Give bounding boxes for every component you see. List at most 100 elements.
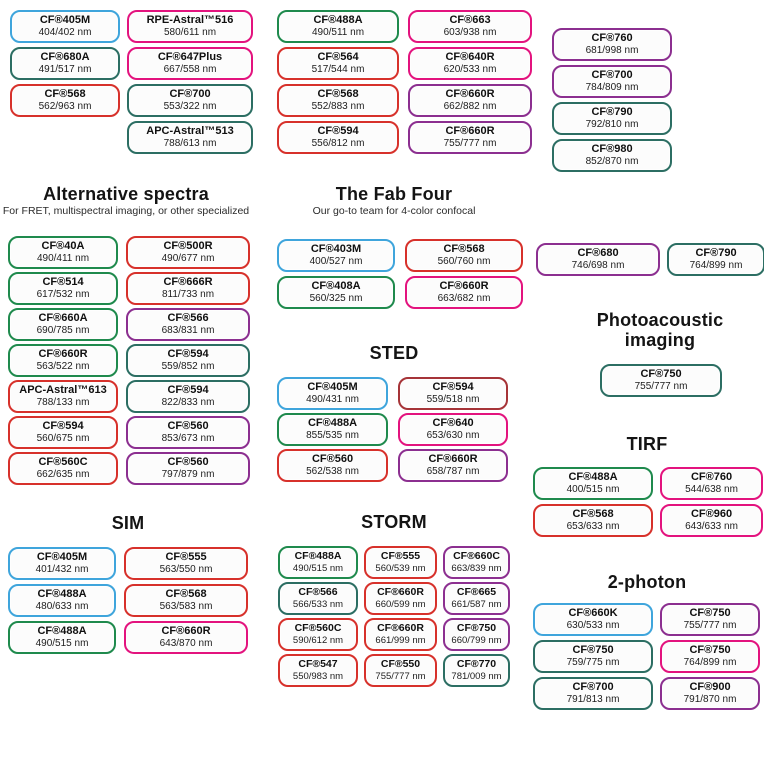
dye-ex-em: 490/431 nm — [306, 394, 359, 405]
dye-name: CF®790 — [591, 106, 633, 118]
header-tirf: TIRF — [530, 434, 764, 454]
dye-ex-em: 563/522 nm — [36, 361, 90, 372]
dye-ex-em: 661/587 nm — [451, 599, 502, 610]
dye-name: CF®560 — [311, 453, 354, 465]
header-sted: STED — [264, 343, 524, 363]
dye-name: CF®660R — [38, 348, 88, 360]
dye-ex-em: 480/633 nm — [35, 601, 89, 612]
dye-ex-em: 661/999 nm — [375, 635, 426, 646]
section-title: STORM — [361, 512, 427, 532]
dye-ex-em: 755/777 nm — [683, 620, 737, 631]
dye-ex-em: 400/515 nm — [566, 484, 620, 495]
dye-name: CF®488A — [313, 14, 363, 26]
dye-name: CF®760 — [690, 471, 733, 483]
dye-name: RPE-Astral™516 — [146, 14, 234, 26]
dye-ex-em: 590/612 nm — [292, 635, 344, 646]
dye-ex-em: 603/938 nm — [443, 27, 497, 38]
dye-name: CF®500R — [163, 240, 213, 252]
dye-ex-em: 490/411 nm — [36, 253, 90, 264]
dye-ex-em: 683/831 nm — [161, 325, 215, 336]
dye-name: CF®594 — [167, 384, 209, 396]
dye-ex-em: 788/613 nm — [163, 138, 217, 149]
dye-ex-em: 797/879 nm — [161, 469, 215, 480]
dye-ex-em: 658/787 nm — [426, 466, 480, 477]
dye-name: CF®568 — [572, 508, 614, 520]
dye-ex-em: 620/533 nm — [443, 64, 497, 75]
dye-name: CF®560 — [167, 456, 209, 468]
header-fab-four: The Fab Four Our go-to team for 4-color … — [264, 184, 524, 218]
dye-ex-em: 517/544 nm — [311, 64, 365, 75]
dye-name: CF®680A — [40, 51, 90, 63]
dye-name: CF®488A — [307, 417, 358, 429]
dye-ex-em: 755/777 nm — [634, 381, 688, 392]
dye-name: CF®960 — [690, 508, 733, 520]
dye-name: CF®647Plus — [157, 51, 223, 63]
dye-ex-em: 643/633 nm — [685, 521, 738, 532]
dye-ex-em: 792/810 nm — [585, 119, 639, 130]
dye-name: CF®660R — [428, 453, 478, 465]
dye-ex-em: 560/539 nm — [375, 563, 426, 574]
dye-name: CF®594 — [317, 125, 359, 137]
dye-name: CF®680 — [577, 247, 619, 259]
dye-ex-em: 490/677 nm — [161, 253, 215, 264]
dye-ex-em: 556/812 nm — [311, 138, 365, 149]
section-title: TIRF — [626, 434, 668, 454]
dye-name: CF®980 — [591, 143, 633, 155]
dye-ex-em: 553/322 nm — [163, 101, 217, 112]
dye-ex-em: 822/833 nm — [161, 397, 215, 408]
dye-name: CF®566 — [167, 312, 209, 324]
dye-ex-em: 759/775 nm — [566, 657, 620, 668]
dye-ex-em: 404/402 nm — [38, 27, 92, 38]
dye-ex-em: 855/535 nm — [306, 430, 359, 441]
dye-name: CF®663 — [449, 14, 491, 26]
dye-ex-em: 491/517 nm — [38, 64, 92, 75]
dye-ex-em: 811/733 nm — [161, 289, 215, 300]
dye-name: CF®770 — [456, 658, 497, 670]
header-alternative-spectra: Alternative spectra For FRET, multispect… — [0, 184, 252, 218]
dye-ex-em: 617/532 nm — [36, 289, 90, 300]
dye-name: CF®405M — [39, 14, 91, 26]
dye-name: CF®750 — [456, 622, 497, 634]
dye-ex-em: 755/777 nm — [443, 138, 497, 149]
dye-name: CF®408A — [311, 280, 361, 292]
dye-name: CF®564 — [317, 51, 359, 63]
dye-name: CF®594 — [432, 381, 474, 393]
dye-name: CF®566 — [298, 586, 338, 598]
dye-ex-em: 764/899 nm — [683, 657, 737, 668]
